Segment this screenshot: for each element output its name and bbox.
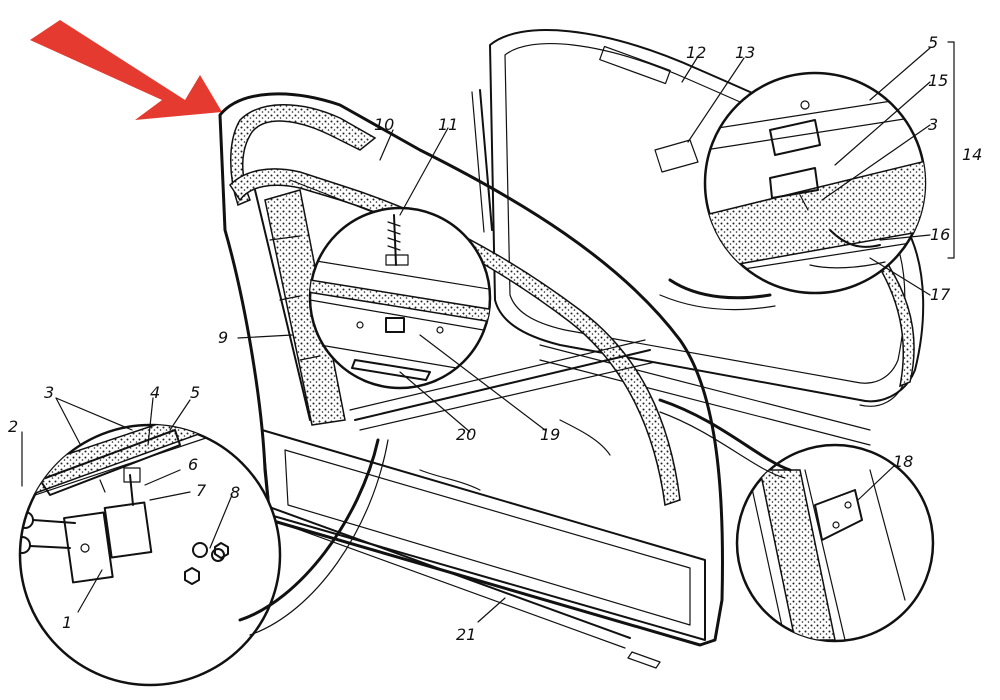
label-8: 8 — [230, 483, 240, 502]
label-19: 19 — [540, 425, 560, 444]
connector-lines — [238, 278, 792, 636]
label-9: 9 — [218, 328, 228, 347]
label-16: 16 — [930, 225, 950, 244]
label-5b: 5 — [928, 33, 938, 52]
leader-lines — [21, 41, 955, 623]
label-3a: 3 — [44, 383, 54, 402]
label-11: 11 — [438, 115, 458, 134]
detail-circle-glass-mount — [308, 206, 492, 390]
bottom-rail — [244, 499, 661, 669]
label-13: 13 — [735, 43, 755, 62]
label-15: 15 — [928, 71, 948, 90]
label-18: 18 — [893, 452, 913, 471]
detail-circle-hinge — [18, 423, 282, 687]
label-7: 7 — [196, 481, 207, 500]
label-10: 10 — [374, 115, 394, 134]
door-panel — [218, 92, 724, 647]
detail-circle-window-channel — [703, 71, 927, 295]
label-12: 12 — [686, 43, 706, 62]
label-6: 6 — [188, 455, 198, 474]
label-14: 14 — [962, 145, 982, 164]
label-17: 17 — [930, 285, 951, 304]
part-labels: 1 2 3 4 5 6 7 8 9 10 11 12 13 5 15 3 14 … — [8, 33, 982, 644]
label-2: 2 — [8, 417, 18, 436]
label-1: 1 — [62, 613, 72, 632]
label-3b: 3 — [928, 115, 938, 134]
red-arrow-icon — [30, 20, 222, 120]
detail-circle-weatherstrip — [735, 443, 935, 643]
label-5a: 5 — [190, 383, 200, 402]
label-20: 20 — [456, 425, 476, 444]
label-4: 4 — [150, 383, 160, 402]
label-21: 21 — [456, 625, 476, 644]
